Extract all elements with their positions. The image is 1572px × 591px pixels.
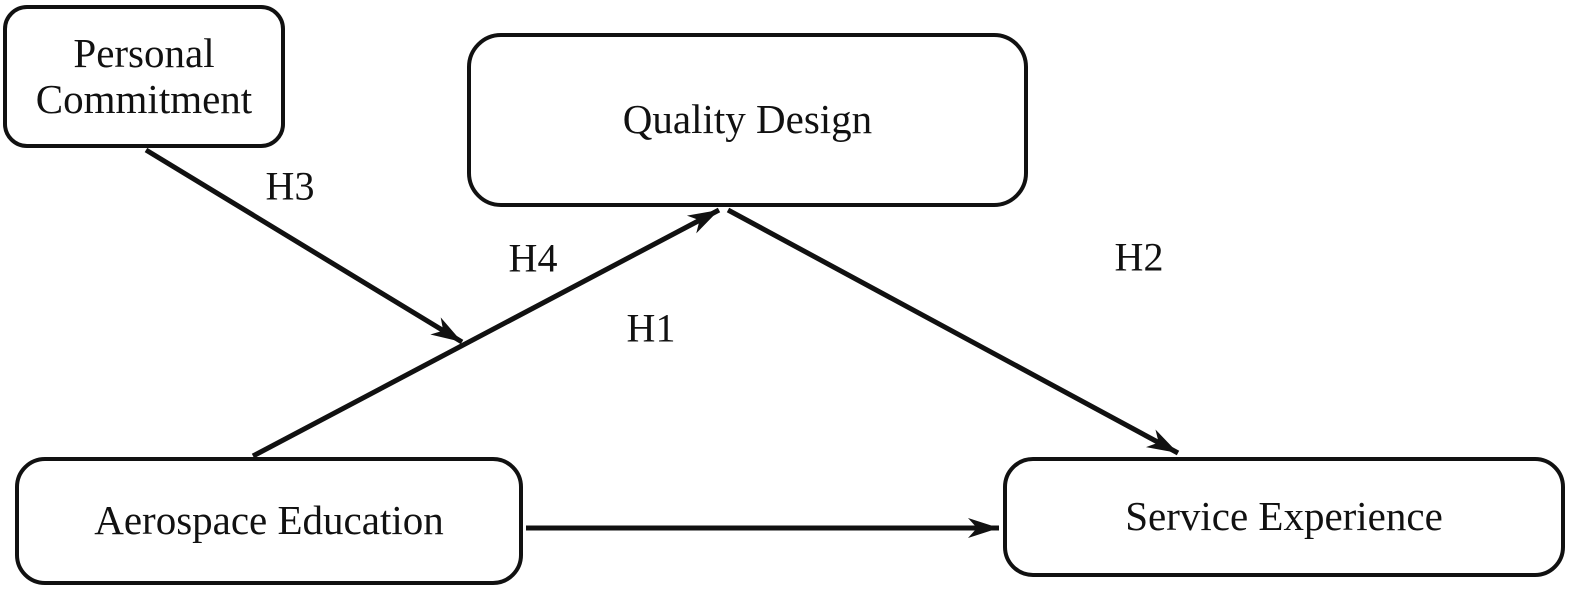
node-label-quality-design: Quality Design bbox=[622, 96, 873, 143]
node-quality-design: Quality Design bbox=[467, 33, 1028, 207]
arrow-h4 bbox=[251, 207, 721, 459]
edge-label-h2: H2 bbox=[1114, 234, 1164, 280]
node-label-aerospace-education: Aerospace Education bbox=[94, 497, 444, 544]
edge-label-h1: H1 bbox=[626, 305, 676, 351]
edge-label-h3: H3 bbox=[265, 163, 315, 209]
node-personal-commitment: Personal Commitment bbox=[3, 5, 285, 148]
arrow-h3 bbox=[144, 147, 464, 345]
edge-label-h4: H4 bbox=[508, 235, 558, 281]
node-label-service-experience: Service Experience bbox=[1125, 493, 1443, 540]
node-service-experience: Service Experience bbox=[1003, 457, 1565, 577]
node-label-personal-commitment: Personal Commitment bbox=[35, 29, 253, 122]
node-aerospace-education: Aerospace Education bbox=[15, 457, 523, 585]
arrow-h2 bbox=[726, 207, 1180, 456]
